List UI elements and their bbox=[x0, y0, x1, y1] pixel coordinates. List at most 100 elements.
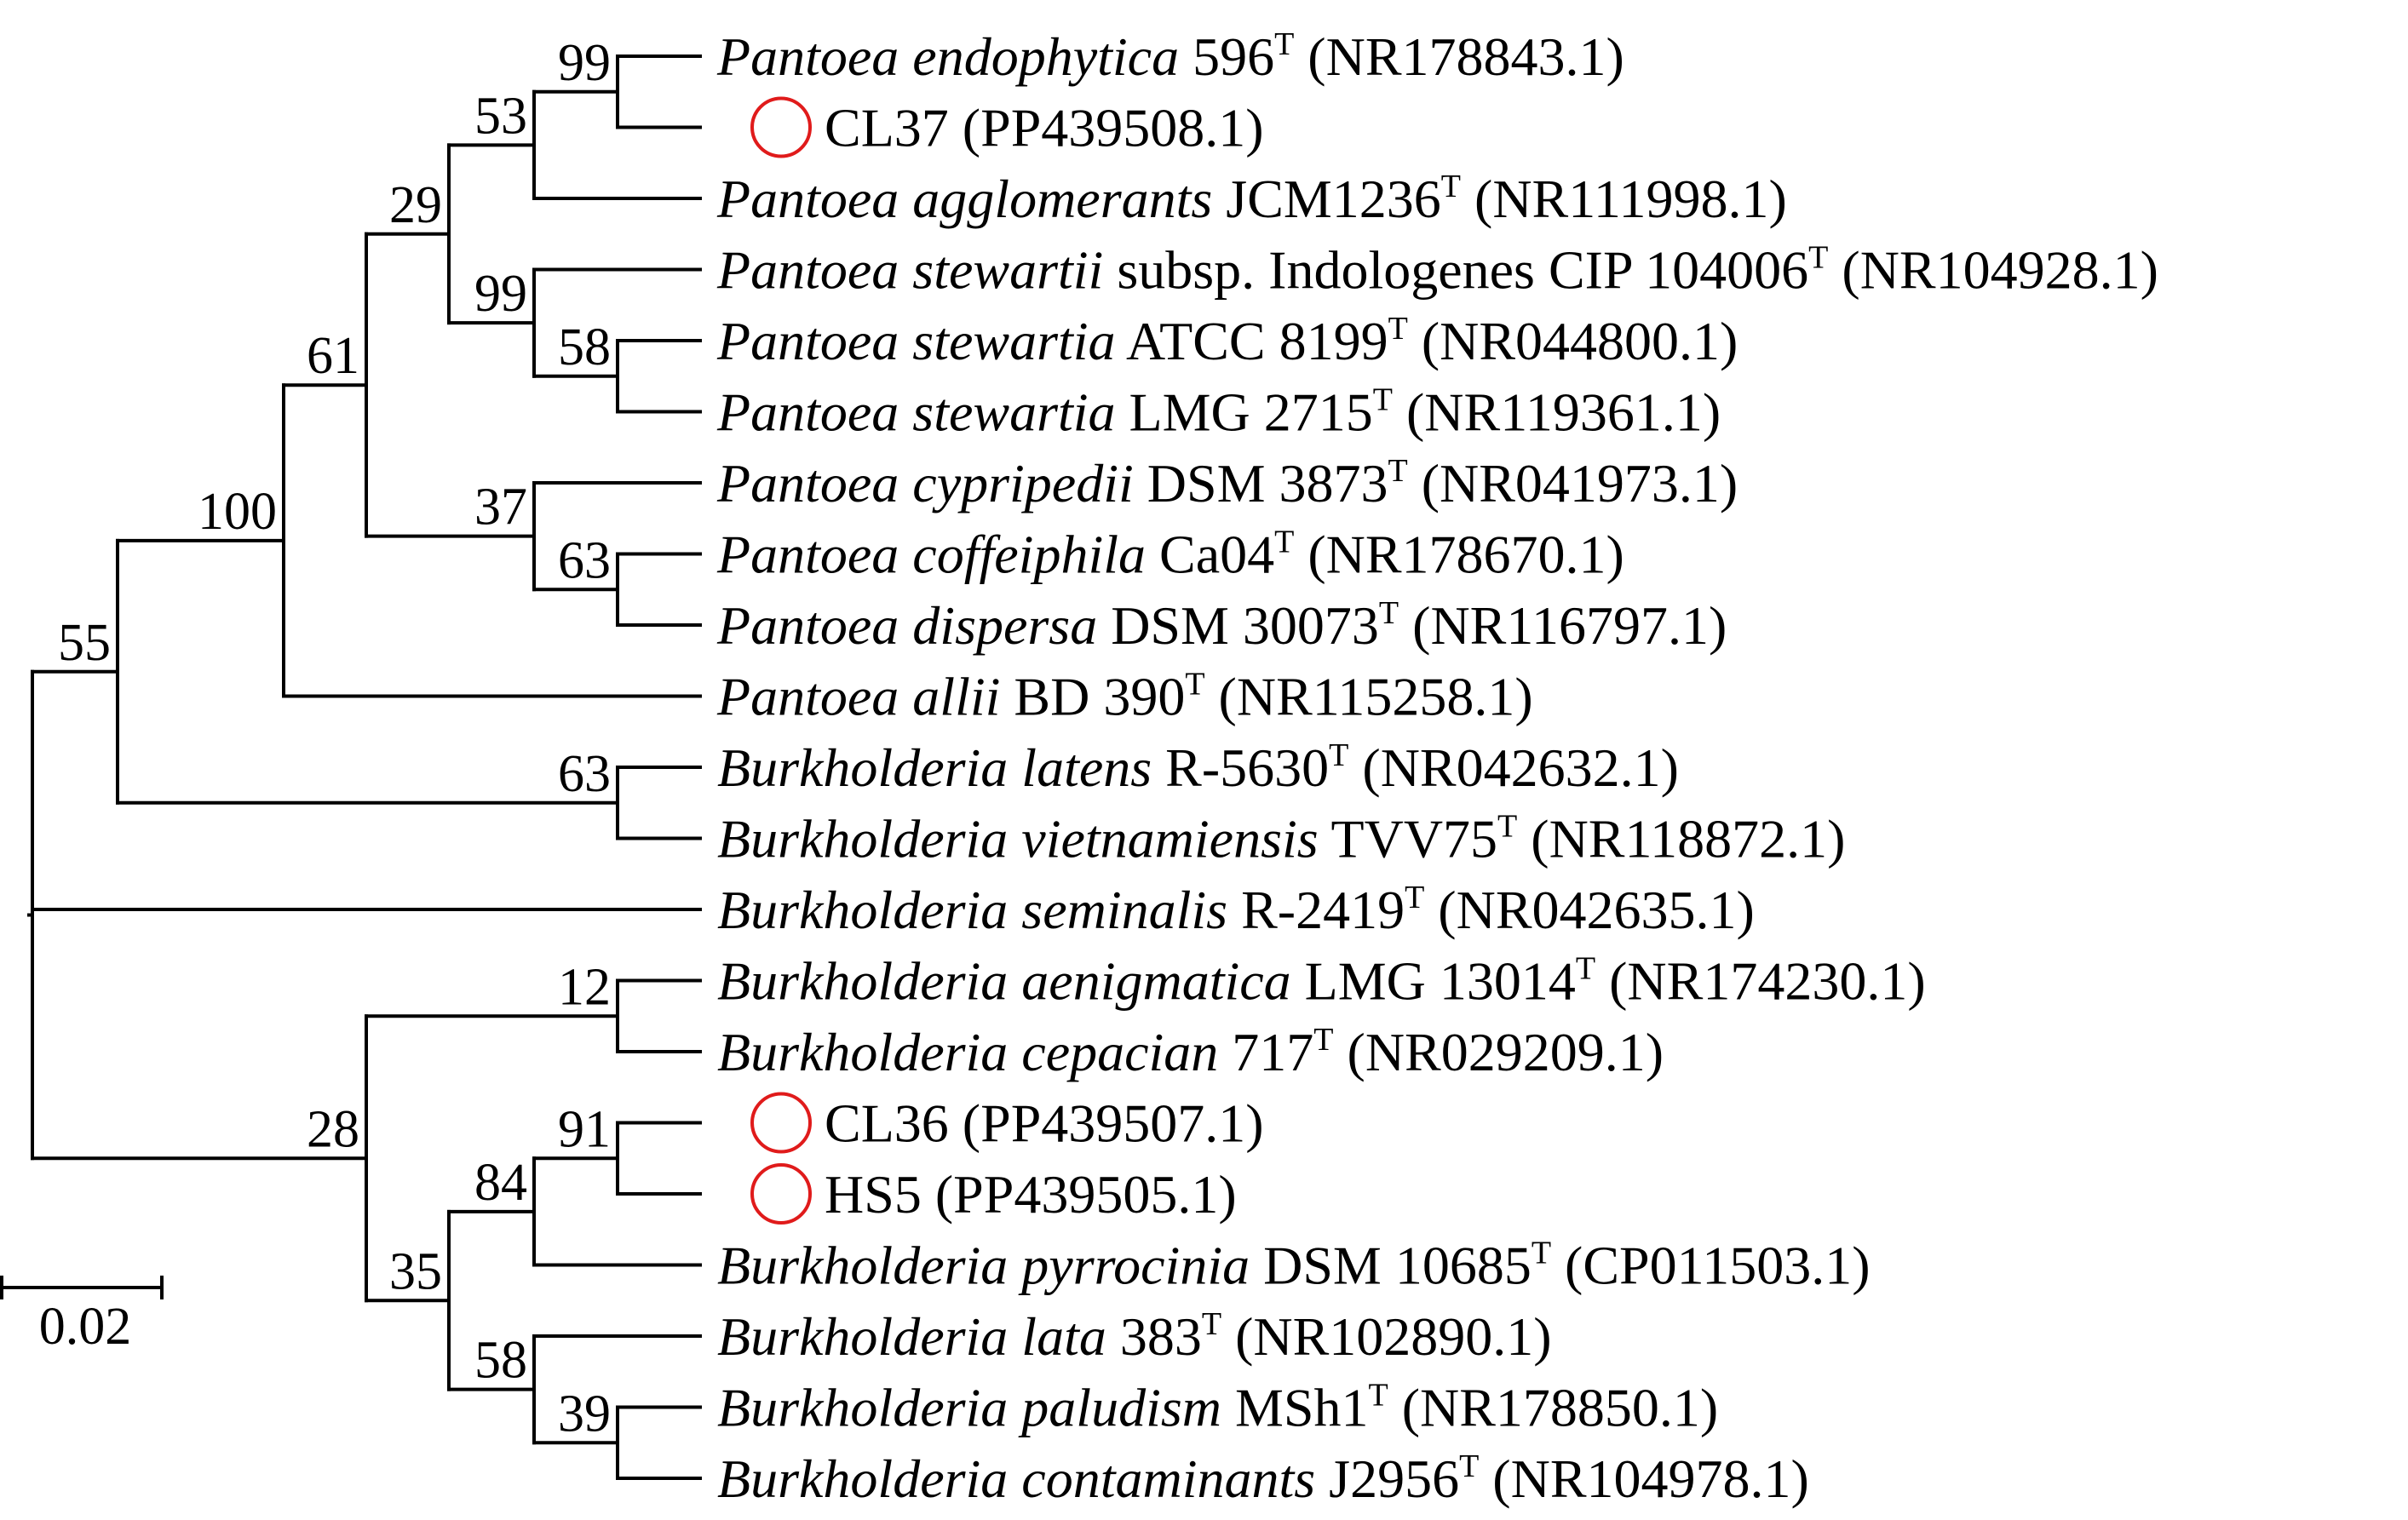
accession-number: (NR178843.1) bbox=[1307, 26, 1624, 87]
bootstrap-value: 91 bbox=[558, 1100, 611, 1158]
label-space bbox=[1388, 1378, 1402, 1438]
species-name: Burkholderia seminalis bbox=[717, 880, 1227, 940]
label-space bbox=[1595, 951, 1609, 1012]
species-name: Pantoea coffeiphila bbox=[716, 525, 1146, 585]
isolate-marker-circle bbox=[750, 1092, 812, 1154]
label-space bbox=[1227, 880, 1241, 940]
svg-text:Burkholderia aenigmatica LMG 1: Burkholderia aenigmatica LMG 13014T (NR1… bbox=[717, 951, 1926, 1012]
accession-number: (NR115258.1) bbox=[1219, 667, 1533, 727]
species-name: Pantoea cypripedii bbox=[716, 453, 1134, 513]
accession-number: (NR178670.1) bbox=[1307, 525, 1624, 585]
label-space bbox=[1828, 240, 1842, 301]
taxon-label: Pantoea endophytica 596T (NR178843.1) bbox=[716, 26, 1624, 87]
label-space bbox=[1399, 595, 1412, 656]
svg-text:Pantoea stewartia LMG 2715T (N: Pantoea stewartia LMG 2715T (NR119361.1) bbox=[716, 382, 1721, 443]
accession-number: (NR116797.1) bbox=[1412, 595, 1727, 656]
strain-name: MSh1 bbox=[1235, 1378, 1369, 1438]
species-name: Burkholderia aenigmatica bbox=[717, 951, 1291, 1012]
strain-name: DSM 30073 bbox=[1111, 595, 1379, 656]
type-strain-superscript: T bbox=[1388, 311, 1408, 347]
taxon-label: Pantoea dispersa DSM 30073T (NR116797.1) bbox=[716, 595, 1727, 656]
accession-number: (NR174230.1) bbox=[1609, 951, 1926, 1012]
strain-name: LMG 13014 bbox=[1305, 951, 1576, 1012]
svg-text:HS5 (PP439505.1): HS5 (PP439505.1) bbox=[825, 1164, 1237, 1225]
type-strain-superscript: T bbox=[1185, 667, 1204, 703]
label-space bbox=[1319, 809, 1331, 869]
strain-name: R-2419 bbox=[1241, 880, 1405, 940]
taxon-label: Pantoea stewartia ATCC 8199T (NR044800.1… bbox=[716, 311, 1738, 371]
strain-name: LMG 2715 bbox=[1129, 382, 1373, 443]
strain-name: JCM1236 bbox=[1226, 169, 1441, 229]
svg-text:Pantoea cypripedii DSM 3873T (: Pantoea cypripedii DSM 3873T (NR041973.1… bbox=[716, 453, 1738, 513]
label-space bbox=[1179, 26, 1193, 87]
strain-name: subsp. Indologenes CIP 104006 bbox=[1117, 240, 1808, 301]
species-name: Pantoea stewartia bbox=[716, 311, 1116, 371]
accession-number: (NR104928.1) bbox=[1842, 240, 2158, 301]
label-space bbox=[1146, 525, 1159, 585]
accession-number: (NR029209.1) bbox=[1348, 1022, 1664, 1082]
bootstrap-value: 84 bbox=[474, 1154, 527, 1212]
label-space bbox=[1408, 311, 1422, 371]
species-name: Burkholderia contaminants bbox=[717, 1448, 1315, 1509]
species-name: Pantoea dispersa bbox=[716, 595, 1097, 656]
type-strain-superscript: T bbox=[1532, 1236, 1551, 1271]
bootstrap-value: 58 bbox=[474, 1332, 527, 1390]
label-space bbox=[1205, 667, 1219, 727]
accession-number: (NR111998.1) bbox=[1474, 169, 1787, 229]
strain-name: J2956 bbox=[1329, 1448, 1459, 1509]
type-strain-superscript: T bbox=[1379, 595, 1399, 631]
svg-text:Burkholderia cepacian 717T (NR: Burkholderia cepacian 717T (NR029209.1) bbox=[717, 1022, 1664, 1082]
accession-number: (NR119361.1) bbox=[1406, 382, 1721, 443]
label-space bbox=[1221, 1378, 1235, 1438]
label-space bbox=[1424, 880, 1438, 940]
bootstrap-value: 35 bbox=[389, 1242, 442, 1300]
isolate-marker-circle bbox=[750, 96, 812, 158]
taxon-label: Pantoea coffeiphila Ca04T (NR178670.1) bbox=[716, 525, 1624, 585]
strain-name: BD 390 bbox=[1014, 667, 1185, 727]
accession-number: (NR042632.1) bbox=[1362, 737, 1679, 798]
label-space bbox=[1221, 1306, 1235, 1367]
accession-number: (NR044800.1) bbox=[1422, 311, 1738, 371]
svg-text:Pantoea stewartii subsp. Indol: Pantoea stewartii subsp. Indologenes CIP… bbox=[716, 240, 2158, 301]
accession-number: (NR104978.1) bbox=[1492, 1448, 1809, 1509]
bootstrap-value: 39 bbox=[558, 1385, 611, 1443]
taxon-label: HS5 (PP439505.1) bbox=[750, 1163, 1237, 1225]
type-strain-superscript: T bbox=[1808, 240, 1828, 276]
species-name: Burkholderia vietnamiensis bbox=[717, 809, 1319, 869]
type-strain-superscript: T bbox=[1373, 382, 1393, 418]
taxon-label: Burkholderia contaminants J2956T (NR1049… bbox=[717, 1448, 1809, 1509]
label-space bbox=[1291, 951, 1305, 1012]
taxon-label: Burkholderia pyrrocinia DSM 10685T (CP01… bbox=[717, 1236, 1871, 1296]
svg-text:CL37 (PP439508.1): CL37 (PP439508.1) bbox=[825, 98, 1264, 158]
strain-name: DSM 3873 bbox=[1147, 453, 1388, 513]
label-space bbox=[1315, 1448, 1329, 1509]
species-name: Burkholderia pyrrocinia bbox=[717, 1236, 1250, 1296]
svg-text:Burkholderia latens R-5630T (N: Burkholderia latens R-5630T (NR042632.1) bbox=[717, 737, 1679, 798]
type-strain-superscript: T bbox=[1329, 737, 1348, 773]
bootstrap-value: 12 bbox=[558, 958, 611, 1016]
taxon-label: Burkholderia aenigmatica LMG 13014T (NR1… bbox=[717, 951, 1926, 1012]
label-space bbox=[1152, 737, 1165, 798]
species-name: Pantoea endophytica bbox=[716, 26, 1179, 87]
bootstrap-value: 63 bbox=[558, 531, 611, 589]
svg-text:Burkholderia lata 383T (NR1028: Burkholderia lata 383T (NR102890.1) bbox=[717, 1306, 1552, 1367]
species-name: Pantoea stewartia bbox=[716, 382, 1116, 443]
svg-text:CL36 (PP439507.1): CL36 (PP439507.1) bbox=[825, 1093, 1264, 1154]
svg-text:Pantoea endophytica 596T (NR17: Pantoea endophytica 596T (NR178843.1) bbox=[716, 26, 1624, 87]
label-space bbox=[1393, 382, 1406, 443]
label-space bbox=[1250, 1236, 1263, 1296]
type-strain-superscript: T bbox=[1202, 1306, 1221, 1342]
label-space bbox=[1116, 382, 1129, 443]
svg-text:Burkholderia pyrrocinia DSM 10: Burkholderia pyrrocinia DSM 10685T (CP01… bbox=[717, 1236, 1871, 1296]
type-strain-superscript: T bbox=[1388, 453, 1407, 489]
label-space bbox=[1461, 169, 1474, 229]
bootstrap-value: 61 bbox=[307, 327, 359, 385]
strain-name: CL36 bbox=[825, 1093, 949, 1154]
svg-text:Pantoea allii BD 390T (NR11525: Pantoea allii BD 390T (NR115258.1) bbox=[716, 667, 1533, 727]
taxon-label: Burkholderia latens R-5630T (NR042632.1) bbox=[717, 737, 1679, 798]
label-space bbox=[1106, 1306, 1120, 1367]
label-space bbox=[1218, 1022, 1232, 1082]
scale-bar: 0.02 bbox=[0, 1276, 164, 1356]
label-space bbox=[1348, 737, 1362, 798]
svg-text:Pantoea coffeiphila Ca04T (NR1: Pantoea coffeiphila Ca04T (NR178670.1) bbox=[716, 525, 1624, 585]
